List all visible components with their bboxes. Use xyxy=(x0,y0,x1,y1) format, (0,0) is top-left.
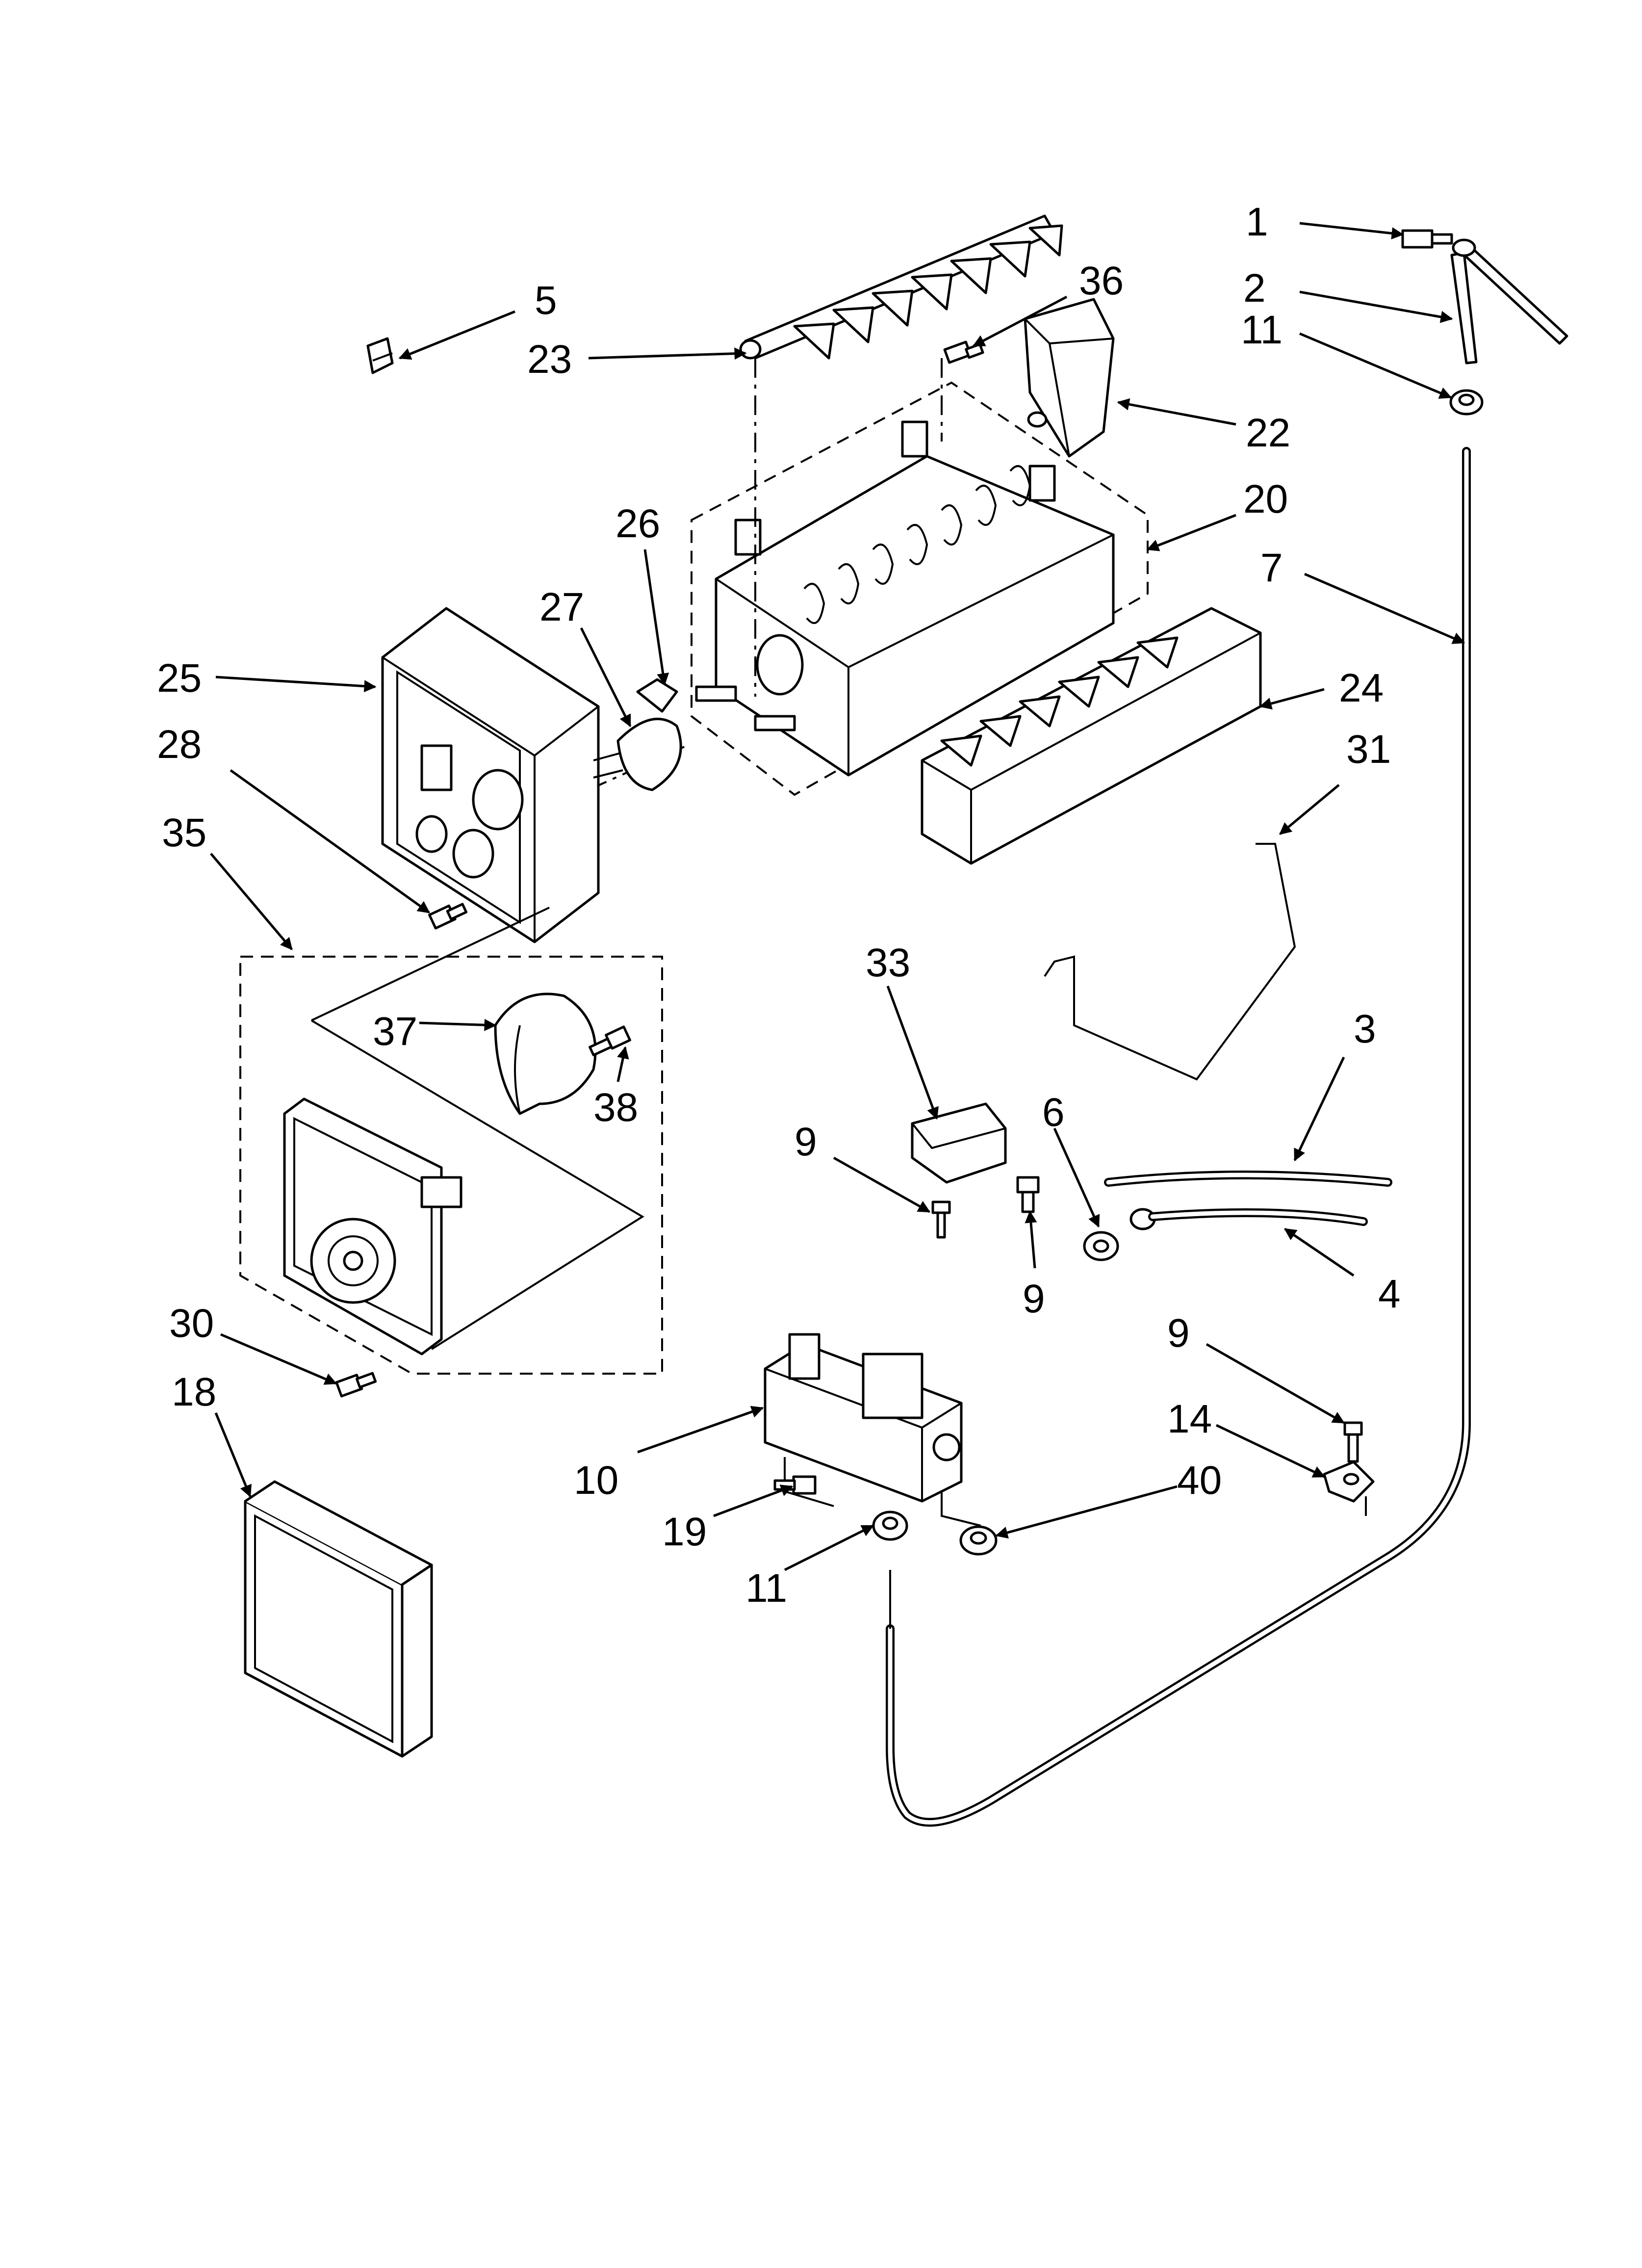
part-11-nut-top xyxy=(1449,389,1484,416)
part-9-screw-c xyxy=(1343,1421,1363,1463)
callout-labels: 1 2 11 5 36 23 22 26 20 27 7 25 24 28 31… xyxy=(157,200,1401,1611)
callout-28: 28 xyxy=(157,722,202,767)
part-2-fill-tube xyxy=(1450,238,1568,365)
part-31-shutoff-arm xyxy=(1044,843,1296,1081)
callout-19: 19 xyxy=(662,1510,707,1554)
callout-27: 27 xyxy=(539,585,584,629)
callout-36: 36 xyxy=(1079,259,1124,303)
callout-24: 24 xyxy=(1339,666,1384,710)
part-40-nut xyxy=(959,1525,998,1556)
part-35-plate xyxy=(283,1097,462,1356)
callout-11-top: 11 xyxy=(1241,308,1283,352)
callout-23: 23 xyxy=(527,337,572,382)
callout-9-b: 9 xyxy=(1023,1277,1045,1321)
part-33-bracket xyxy=(911,1102,1007,1184)
callout-1: 1 xyxy=(1246,200,1268,244)
part-27-plug xyxy=(593,718,682,791)
callout-33: 33 xyxy=(866,940,910,985)
callout-14: 14 xyxy=(1167,1397,1212,1441)
callout-40: 40 xyxy=(1177,1458,1222,1503)
callout-4: 4 xyxy=(1378,1272,1401,1316)
callout-2: 2 xyxy=(1243,266,1266,311)
part-38-screw xyxy=(589,1025,631,1057)
part-24-stripper xyxy=(921,607,1262,865)
callout-11-bottom: 11 xyxy=(745,1566,787,1611)
part-35-envelope xyxy=(239,956,663,1375)
part-20-mold xyxy=(695,420,1115,777)
part-9-screw-a xyxy=(931,1200,951,1239)
callout-5: 5 xyxy=(535,278,557,323)
part-3-tube xyxy=(1104,1171,1392,1187)
callout-30: 30 xyxy=(169,1301,214,1346)
part-36-screw xyxy=(943,340,984,364)
part-18-cover xyxy=(244,1480,433,1758)
part-28-screw xyxy=(428,903,468,930)
part-37-motor xyxy=(494,992,597,1115)
callout-9-a: 9 xyxy=(795,1120,817,1164)
part-4-tube xyxy=(1129,1208,1368,1230)
assembly-line-1 xyxy=(311,907,550,1021)
part-6-nut xyxy=(1083,1231,1119,1261)
callout-37: 37 xyxy=(373,1009,417,1054)
leader-lines xyxy=(210,222,1465,1571)
assembly-line-2 xyxy=(310,1019,644,1350)
callout-25: 25 xyxy=(157,656,202,701)
callout-20: 20 xyxy=(1243,477,1288,521)
part-5-clip xyxy=(366,337,394,374)
part-23-ejector xyxy=(739,214,1063,360)
callout-6: 6 xyxy=(1042,1090,1065,1135)
callout-3: 3 xyxy=(1354,1007,1376,1051)
part-11-nut-bottom xyxy=(872,1511,908,1541)
callout-35: 35 xyxy=(162,810,206,855)
part-26-clip xyxy=(636,678,678,713)
callout-38: 38 xyxy=(593,1085,638,1130)
part-14-clamp xyxy=(1323,1460,1375,1516)
callout-18: 18 xyxy=(172,1370,216,1414)
part-1-screw xyxy=(1401,229,1453,249)
callout-22: 22 xyxy=(1246,411,1290,455)
part-22-fill-cup xyxy=(1024,298,1115,458)
callout-10: 10 xyxy=(574,1458,618,1503)
part-9-screw-b xyxy=(1016,1176,1040,1213)
callout-9-c: 9 xyxy=(1167,1311,1190,1356)
callout-26: 26 xyxy=(616,501,660,546)
part-10-water-valve xyxy=(764,1333,981,1527)
part-25-housing xyxy=(381,607,600,943)
callout-31: 31 xyxy=(1346,727,1391,772)
callout-7: 7 xyxy=(1260,546,1283,590)
part-30-screw xyxy=(335,1372,377,1398)
part-20-envelope xyxy=(691,381,1149,796)
